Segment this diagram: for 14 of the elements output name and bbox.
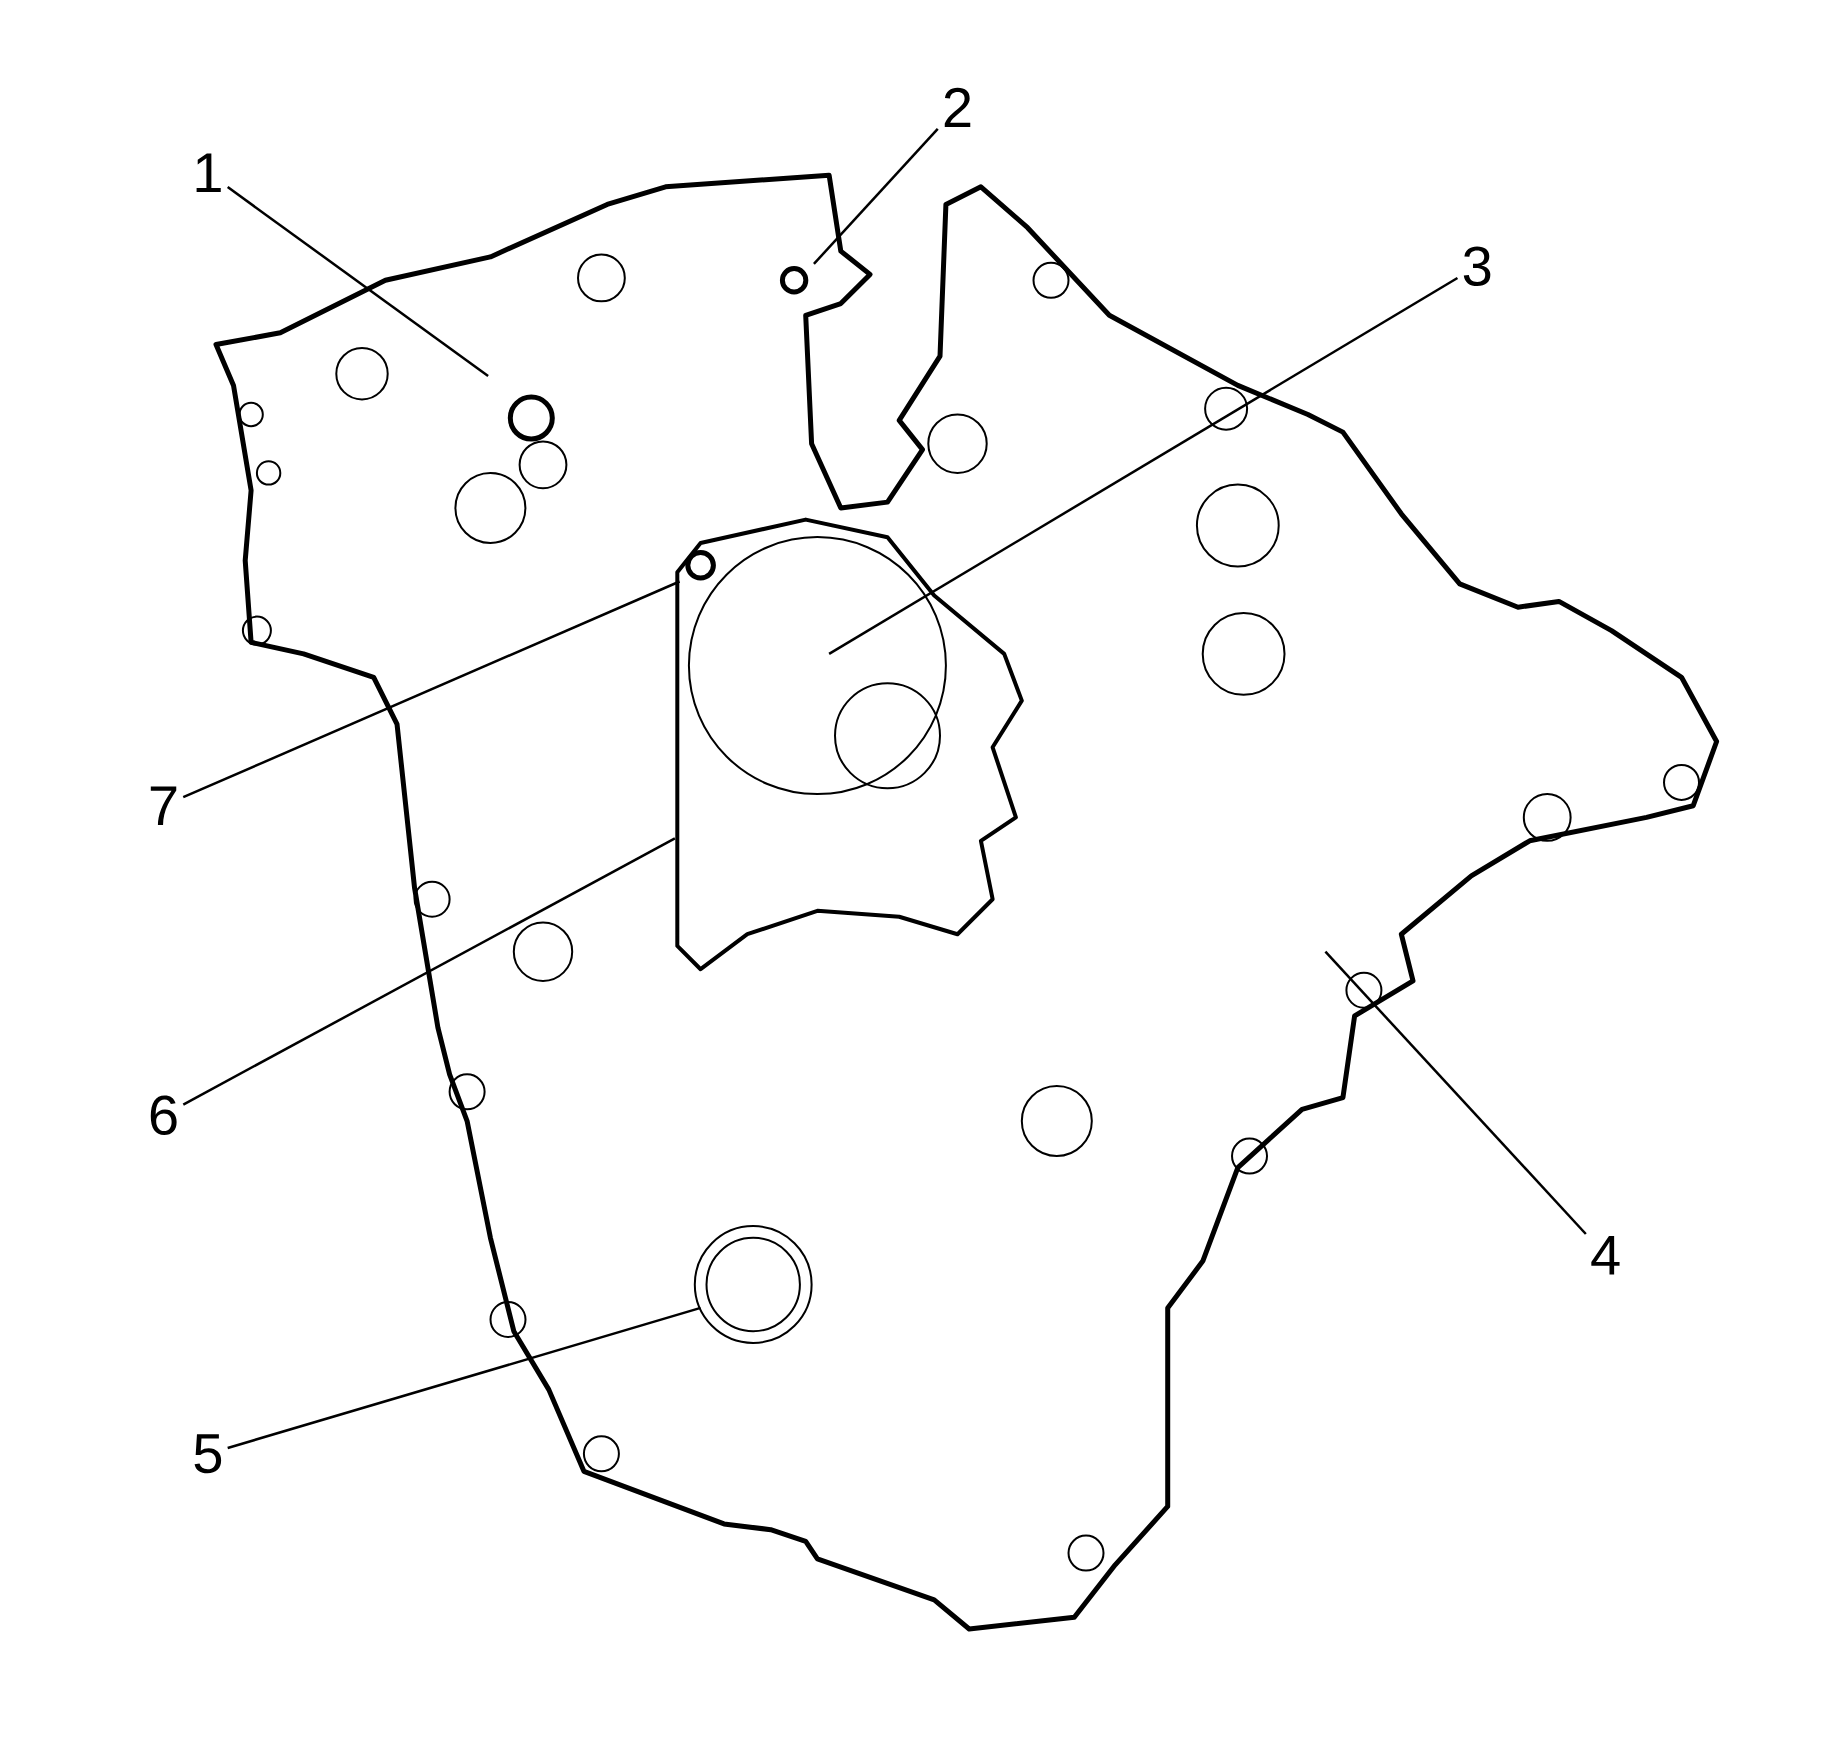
leader-line: [226, 186, 489, 378]
leader-line: [813, 128, 939, 265]
leader-line: [1324, 950, 1587, 1235]
leader-line: [182, 580, 681, 799]
leader-line: [182, 837, 676, 1106]
leader-line: [227, 1306, 701, 1450]
callout-number: 3: [1463, 246, 1491, 287]
callout-number: 4: [1591, 1236, 1620, 1275]
callout-number: 1: [196, 153, 221, 193]
callout-number: 6: [150, 1095, 177, 1136]
callout-number: 5: [194, 1434, 222, 1474]
callout-number: 2: [944, 87, 971, 127]
leader-line: [828, 276, 1459, 655]
callout-number: 7: [150, 786, 177, 825]
